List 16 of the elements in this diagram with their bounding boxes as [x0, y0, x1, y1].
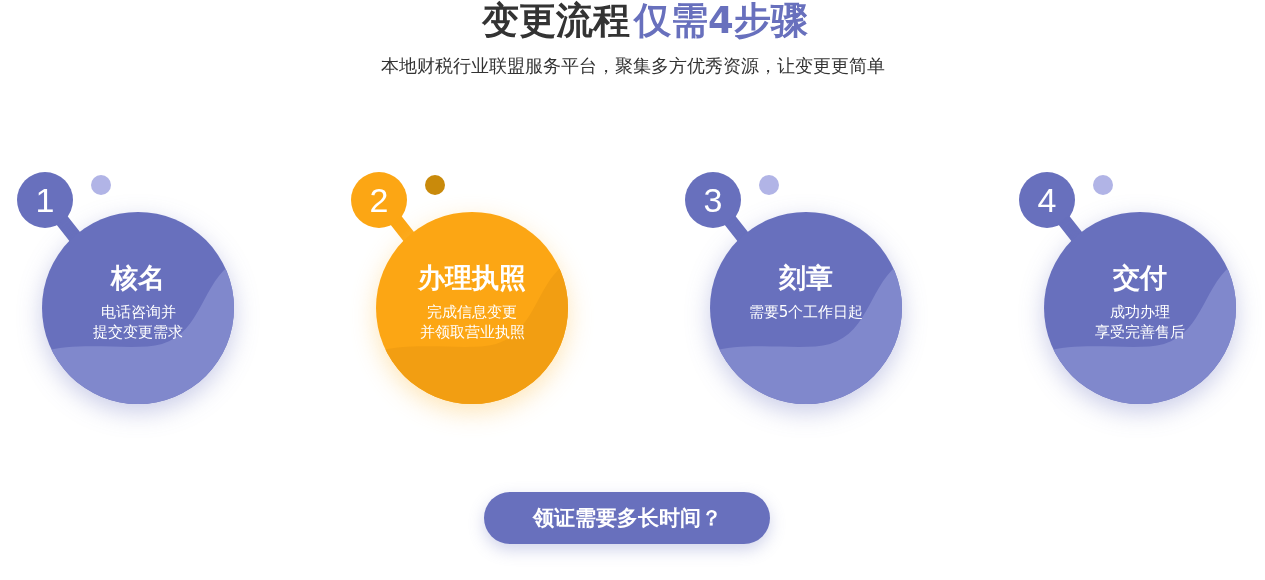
step-title: 办理执照 [417, 261, 527, 295]
step-title: 交付 [1112, 261, 1168, 295]
step-description: 需要5个工作日起 [747, 302, 865, 322]
step-description: 完成信息变更并领取营业执照 [418, 302, 526, 342]
number-circle: 1 [17, 172, 73, 228]
subtitle: 本地财税行业联盟服务平台，聚集多方优秀资源，让变更更简单 [379, 54, 886, 78]
title-highlight: 仅需4步骤 [634, 0, 808, 44]
step-title: 刻章 [778, 261, 834, 295]
step-description: 电话咨询并提交变更需求 [92, 302, 184, 342]
step-title: 核名 [109, 261, 166, 295]
number-circle: 3 [685, 172, 741, 228]
question-button: 领证需要多长时间？ [484, 492, 770, 544]
title: 变更流程 [481, 0, 630, 44]
number-circle: 2 [351, 172, 407, 228]
step-description: 成功办理享受完善售后 [1094, 302, 1186, 342]
number-circle: 4 [1019, 172, 1075, 228]
